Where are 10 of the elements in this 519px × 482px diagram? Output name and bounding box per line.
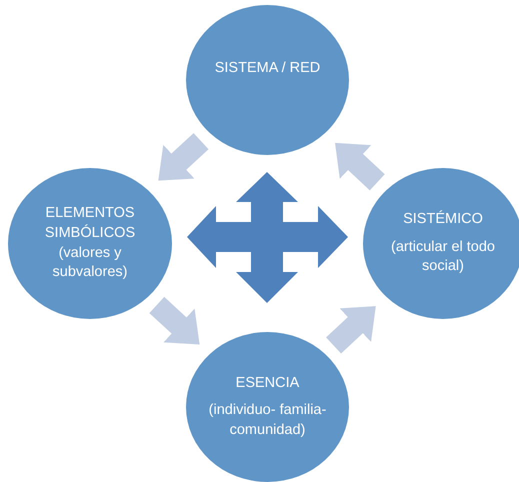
node-title: SISTEMA / RED — [214, 59, 320, 78]
node-subtitle: (articular el todo social) — [390, 238, 496, 276]
block-arrow — [158, 133, 209, 181]
node-title: SISTÉMICO — [403, 210, 483, 230]
node-title: ELEMENTOS SIMBÓLICOS (valores y subvalores) — [44, 204, 136, 282]
node-title: ESENCIA — [236, 374, 300, 393]
block-arrow — [335, 142, 385, 190]
block-arrow — [326, 306, 376, 354]
node-subtitle: (individuo- familia- comunidad) — [208, 401, 327, 440]
block-arrow — [149, 296, 200, 344]
